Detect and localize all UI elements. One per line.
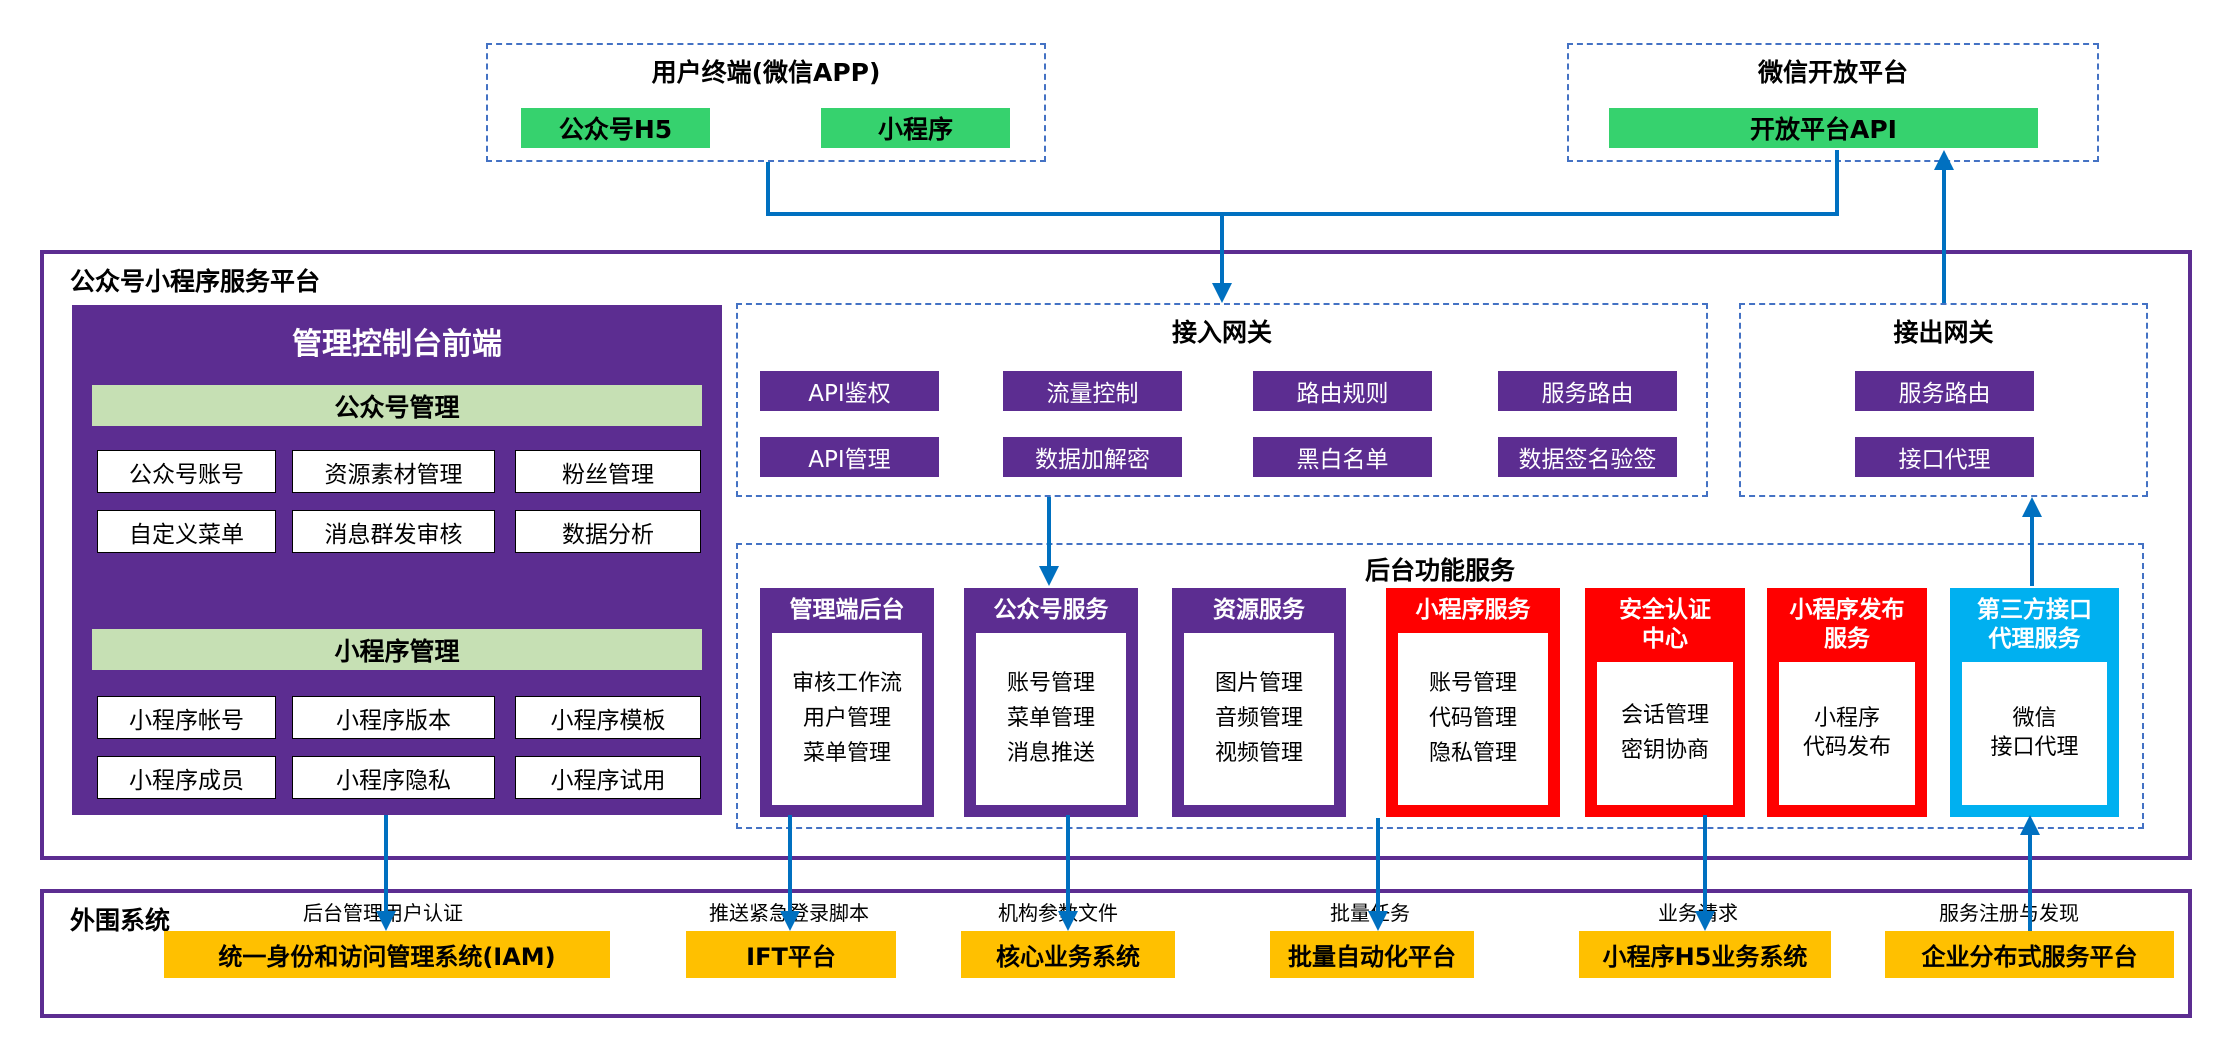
console-cell: 自定义菜单 [97,510,276,553]
service-column-mp-release: 小程序发布 服务 小程序 代码发布 [1767,588,1927,817]
external-system-batch: 批量自动化平台 [1270,931,1474,978]
console-cell: 消息群发审核 [292,510,495,553]
open-platform-title: 微信开放平台 [1757,58,1908,87]
service-item: 消息推送 [1006,740,1095,766]
service-item: 账号管理 [1428,671,1517,697]
backend-services-title: 后台功能服务 [1364,556,1515,585]
gateway-item: 黑白名单 [1253,437,1432,477]
service-item: 用户管理 [802,706,891,732]
gateway-item: 流量控制 [1003,371,1182,411]
service-column-oa-service: 公众号服务 账号管理 菜单管理 消息推送 [964,588,1138,817]
service-column-items: 会话管理 密钥协商 [1597,661,1733,805]
service-item: 密钥协商 [1620,737,1709,763]
service-item: 图片管理 [1214,671,1303,697]
gateway-item: 数据签名验签 [1498,437,1677,477]
connection-label: 业务请求 [1658,901,1738,925]
gateway-item: API管理 [760,437,939,477]
external-system-core: 核心业务系统 [961,931,1175,978]
management-console-title: 管理控制台前端 [292,327,502,362]
service-item: 微信 接口代理 [1990,705,2079,761]
service-column-title: 管理端后台 [789,597,905,623]
connection-label: 服务注册与发现 [1939,901,2079,925]
service-platform-label: 公众号小程序服务平台 [70,267,321,296]
service-column-items: 微信 接口代理 [1962,661,2107,805]
service-item: 会话管理 [1620,703,1709,729]
console-cell: 小程序版本 [292,696,495,739]
console-cell: 公众号账号 [97,450,276,493]
service-column-items: 小程序 代码发布 [1779,661,1915,805]
open-platform-api-chip: 开放平台API [1609,108,2038,148]
service-item: 视频管理 [1214,740,1303,766]
service-item: 小程序 代码发布 [1802,705,1891,761]
service-column-resource-service: 资源服务 图片管理 音频管理 视频管理 [1172,588,1346,817]
outbound-gateway-title: 接出网关 [1893,318,1994,347]
open-platform-group: 微信开放平台 开放平台API [1567,43,2099,162]
gateway-item: 数据加解密 [1003,437,1182,477]
service-column-title: 小程序发布 服务 [1789,597,1905,652]
miniprogram-terminal-chip: 小程序 [821,108,1010,148]
backend-services-group: 后台功能服务 管理端后台 审核工作流 用户管理 菜单管理 公众号服务 账号管理 … [736,543,2144,829]
management-console: 管理控制台前端 公众号管理 公众号账号 资源素材管理 粉丝管理 自定义菜单 消息… [72,305,722,815]
service-item: 代码管理 [1428,706,1517,732]
service-column-title: 公众号服务 [993,597,1109,623]
service-item: 账号管理 [1006,671,1095,697]
oa-management-header: 公众号管理 [92,385,702,426]
console-cell: 小程序帐号 [97,696,276,739]
service-item: 菜单管理 [1006,706,1095,732]
external-system-iam: 统一身份和访问管理系统(IAM) [164,931,610,978]
gateway-item: 接口代理 [1855,437,2034,477]
service-column-title: 第三方接口 代理服务 [1977,597,2092,652]
service-column-title: 资源服务 [1213,597,1305,623]
user-terminal-title: 用户终端(微信APP) [651,58,881,87]
service-item: 隐私管理 [1428,740,1517,766]
service-column-title: 安全认证 中心 [1619,597,1711,652]
external-system-h5: 小程序H5业务系统 [1579,931,1831,978]
gateway-item: 服务路由 [1498,371,1677,411]
service-column-admin-backend: 管理端后台 审核工作流 用户管理 菜单管理 [760,588,934,817]
service-item: 审核工作流 [791,671,902,697]
external-system-esb: 企业分布式服务平台 [1885,931,2174,978]
service-column-items: 账号管理 代码管理 隐私管理 [1398,632,1548,805]
service-column-items: 账号管理 菜单管理 消息推送 [976,632,1126,805]
connection-label: 后台管理用户认证 [303,901,463,925]
service-item: 菜单管理 [802,740,891,766]
h5-terminal-chip: 公众号H5 [521,108,710,148]
access-gateway-group: 接入网关 API鉴权 流量控制 路由规则 服务路由 API管理 数据加解密 黑白… [736,303,1708,497]
gateway-item: API鉴权 [760,371,939,411]
console-cell: 小程序隐私 [292,756,495,799]
console-cell: 小程序试用 [515,756,701,799]
service-column-mp-service: 小程序服务 账号管理 代码管理 隐私管理 [1386,588,1560,817]
service-column-items: 图片管理 音频管理 视频管理 [1184,632,1334,805]
connection-label: 推送紧急登录脚本 [709,901,869,925]
service-item: 音频管理 [1214,706,1303,732]
gateway-item: 路由规则 [1253,371,1432,411]
peripheral-systems-label: 外围系统 [70,906,171,935]
connection-label: 批量任务 [1330,901,1410,925]
service-column-title: 小程序服务 [1415,597,1531,623]
service-column-items: 审核工作流 用户管理 菜单管理 [772,632,922,805]
console-cell: 小程序模板 [515,696,701,739]
mp-management-header: 小程序管理 [92,629,702,670]
connection-label: 机构参数文件 [998,901,1118,925]
service-column-thirdparty-proxy: 第三方接口 代理服务 微信 接口代理 [1950,588,2119,817]
console-cell: 数据分析 [515,510,701,553]
console-cell: 粉丝管理 [515,450,701,493]
gateway-item: 服务路由 [1855,371,2034,411]
access-gateway-title: 接入网关 [1171,318,1272,347]
service-column-security-auth: 安全认证 中心 会话管理 密钥协商 [1585,588,1745,817]
user-terminal-group: 用户终端(微信APP) 公众号H5 小程序 [486,43,1046,162]
console-cell: 资源素材管理 [292,450,495,493]
outbound-gateway-group: 接出网关 服务路由 接口代理 [1739,303,2148,497]
console-cell: 小程序成员 [97,756,276,799]
external-system-ift: IFT平台 [686,931,896,978]
